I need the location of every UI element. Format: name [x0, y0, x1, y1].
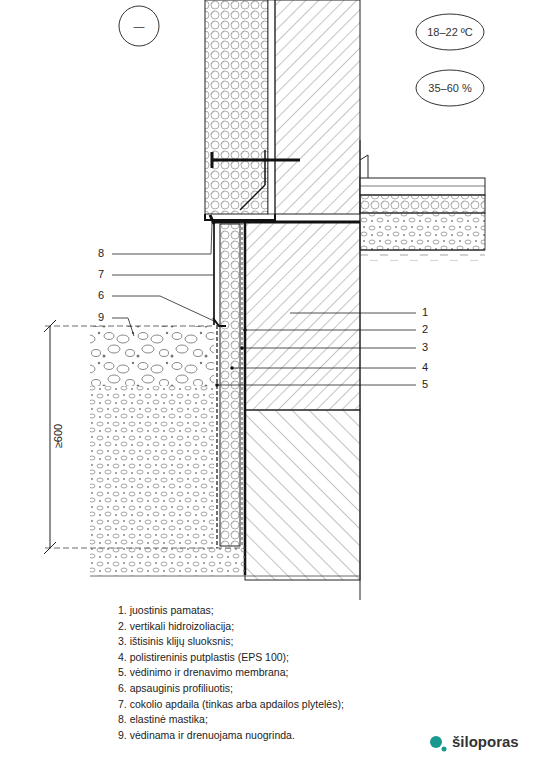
legend-item: 7. cokolio apdaila (tinkas arba apdailos… [118, 698, 344, 710]
legend-item: 3. ištisinis klijų sluoksnis; [118, 635, 234, 647]
callout-number: 7 [98, 268, 104, 280]
callout-number: 2 [422, 323, 428, 335]
callout-number: 3 [422, 341, 428, 353]
legend-item: 9. vėdinama ir drenuojama nuogrinda. [118, 729, 295, 741]
node-text: 35–60 % [428, 82, 471, 94]
legend-item: 2. vertikali hidroizoliacija; [118, 620, 234, 632]
legend-item: 6. apsauginis profiliuotis; [118, 682, 233, 694]
callout-number: 6 [98, 289, 104, 301]
callout-number: 5 [422, 378, 428, 390]
condition-ellipse: 35–60 % [415, 69, 485, 107]
legend-item: 1. juostinis pamatas; [118, 604, 214, 616]
legend-item: 8. elastinė mastika; [118, 713, 208, 725]
symbol-circle: — [118, 5, 160, 47]
callout-number: 4 [422, 361, 428, 373]
logo-text: šiloporas [452, 733, 519, 750]
callout-number: 9 [98, 311, 104, 323]
callout-number: 8 [98, 247, 104, 259]
legend-item: 4. polistireninis putplastis (EPS 100); [118, 651, 289, 663]
callout-number: 1 [422, 306, 428, 318]
legend-item: 5. vėdinimo ir drenavimo membrana; [118, 666, 288, 678]
condition-ellipse: 18–22 ºC [415, 13, 485, 51]
dimension-text: ≥600 [52, 422, 64, 450]
node-text: 18–22 ºC [427, 26, 473, 38]
node-text: — [134, 20, 145, 32]
